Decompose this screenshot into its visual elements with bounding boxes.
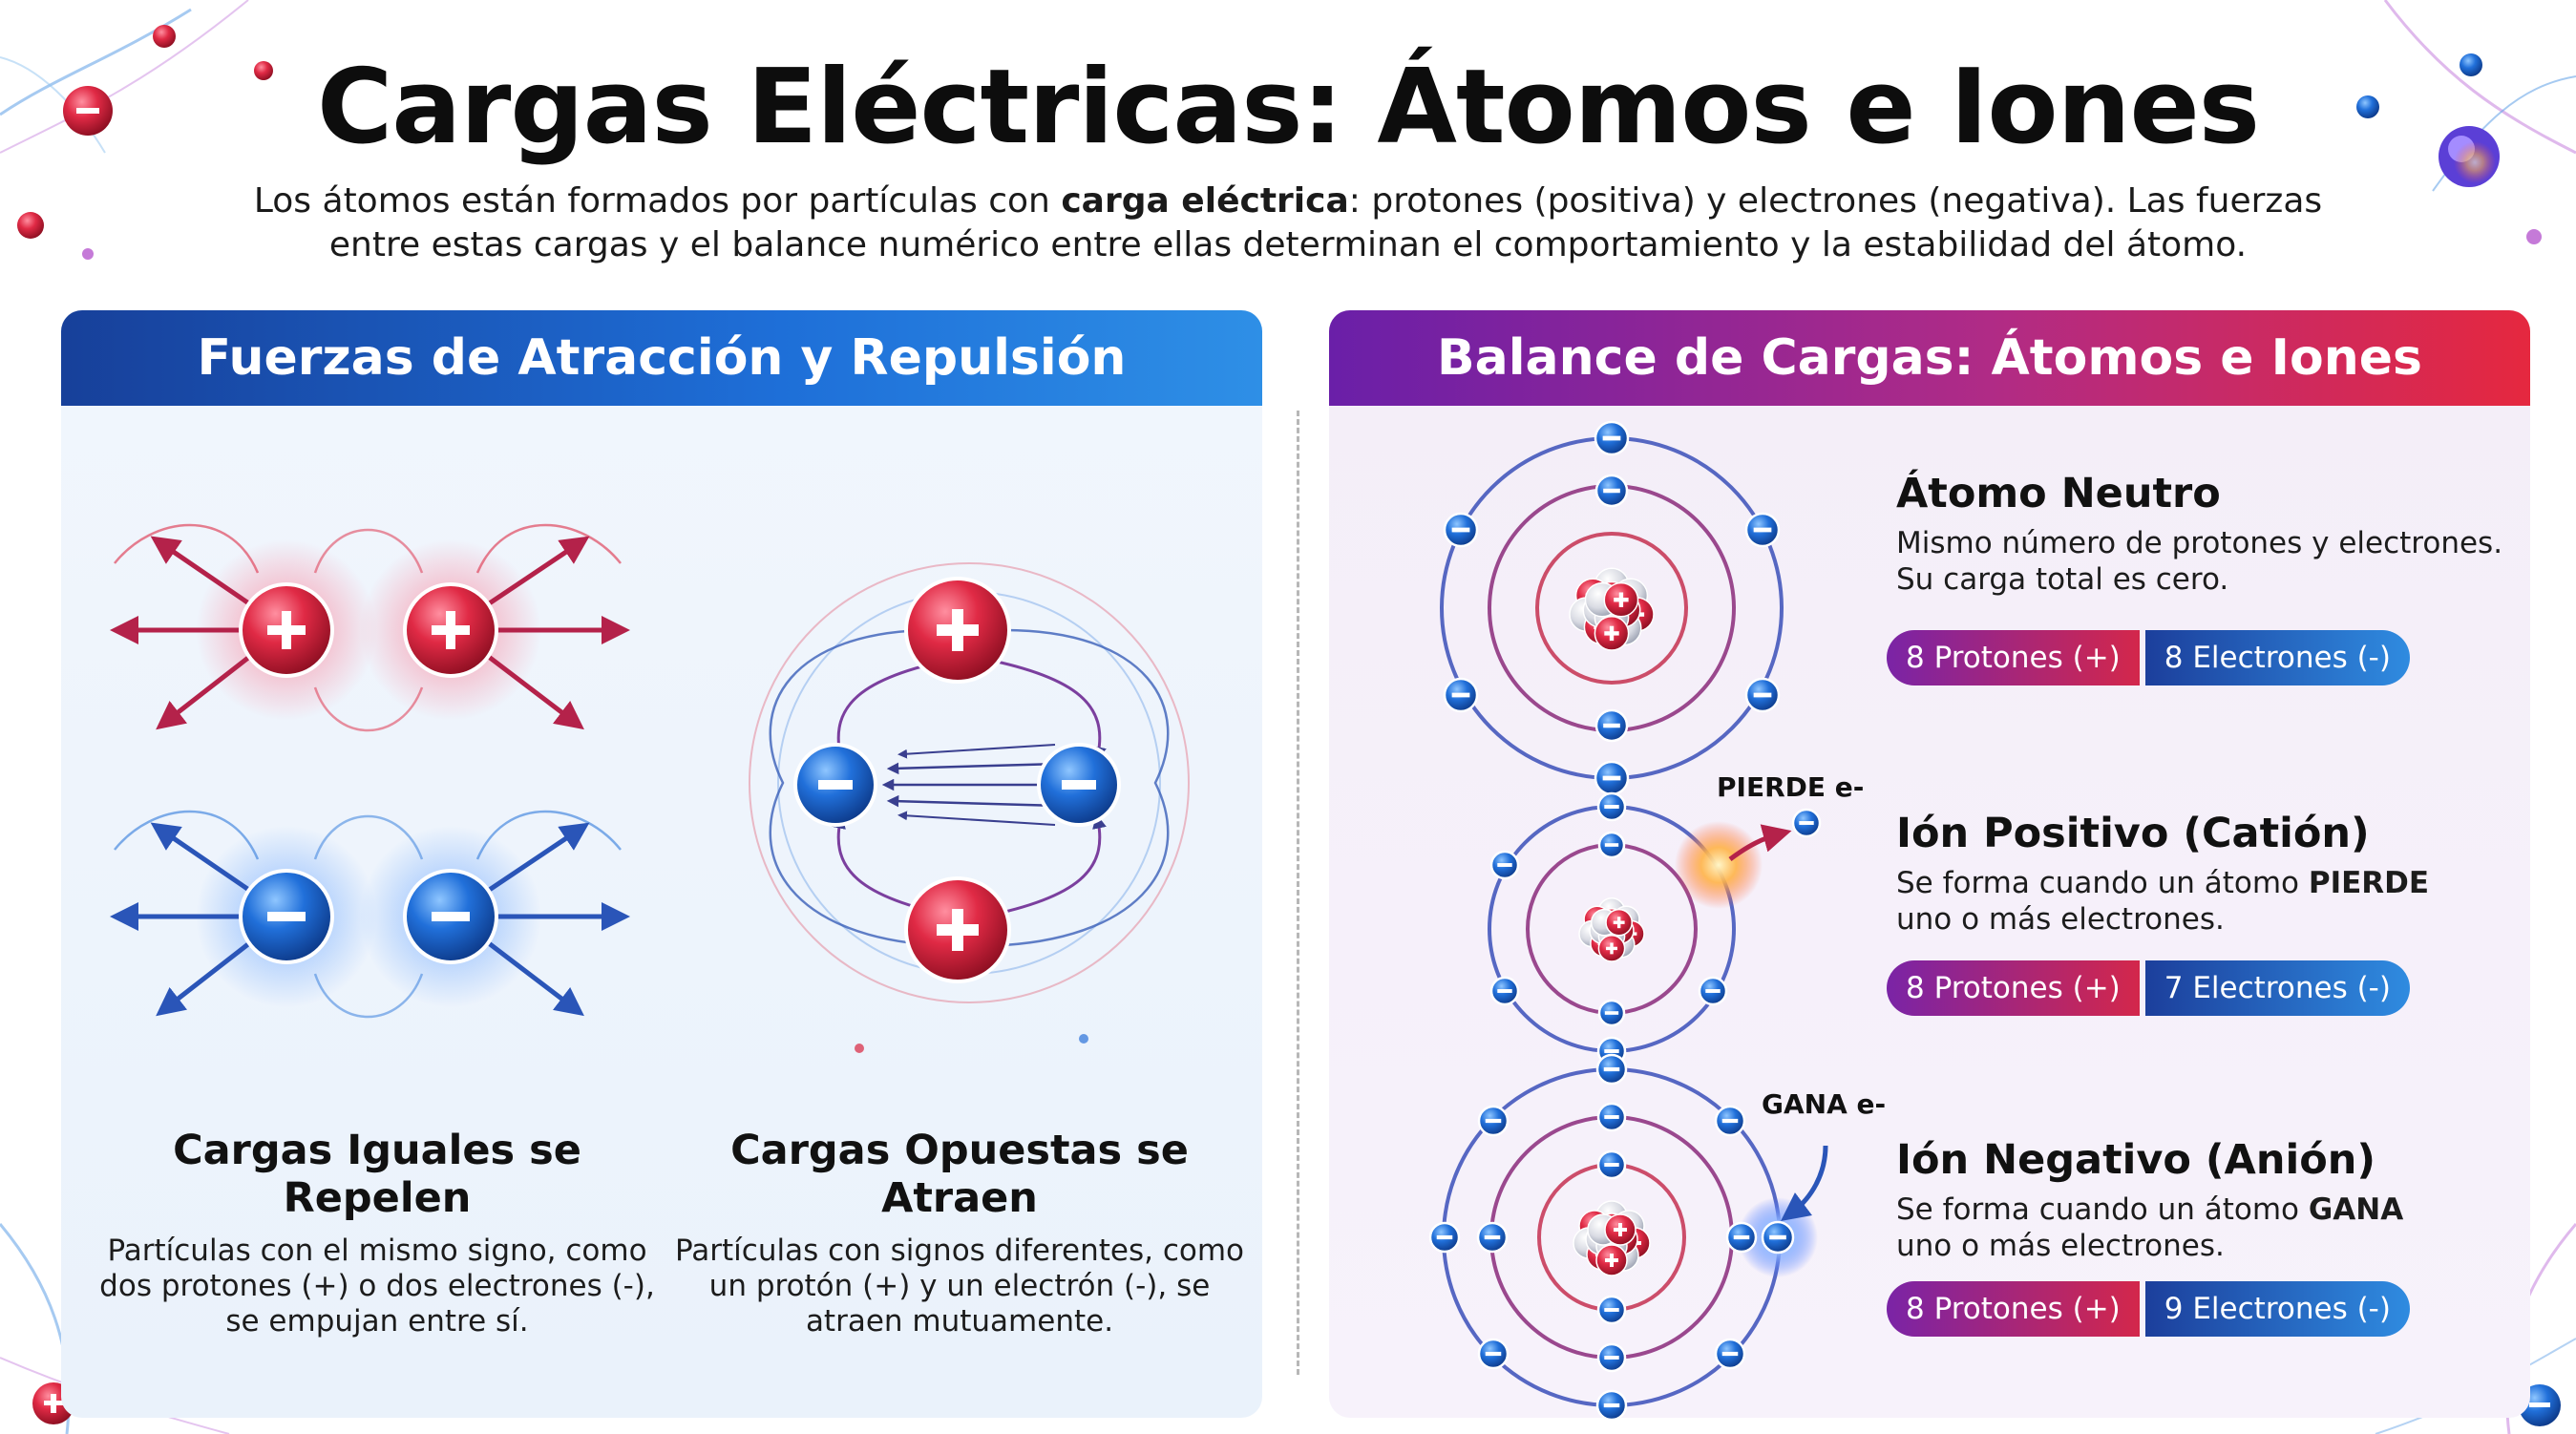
cation-title: Ión Positivo (Catión) <box>1896 810 2370 857</box>
neutral-electrons-badge: 8 Electrones (-) <box>2144 630 2410 685</box>
panel-forces: Fuerzas de Atracción y Repulsión <box>61 310 1262 1418</box>
neutral-atom-description: Mismo número de protones y electrones. S… <box>1896 525 2507 598</box>
anion-counts: 8 Protones (+) 9 Electrones (-) <box>1887 1281 2410 1337</box>
attract-electron-left <box>793 743 877 827</box>
panel-charge-balance-header: Balance de Cargas: Átomos e Iones <box>1329 310 2530 406</box>
atoms-diagram <box>1428 420 1828 1422</box>
anion-text-line-1: Se forma cuando un átomo GANA <box>1896 1191 2507 1228</box>
cation-text-line-1: Se forma cuando un átomo PIERDE <box>1896 865 2507 901</box>
attract-electron-right <box>1037 743 1121 827</box>
opposite-charges-title-line-1: Cargas Opuestas se <box>730 1127 1189 1174</box>
opposite-charges-title: Cargas Opuestas se Atraen <box>668 1127 1251 1222</box>
neutral-atom-title: Átomo Neutro <box>1896 470 2221 517</box>
neutral-atom-counts: 8 Protones (+) 8 Electrones (-) <box>1887 630 2410 685</box>
cation-electrons-badge: 7 Electrones (-) <box>2144 960 2410 1016</box>
intro-line-2: entre estas cargas y el balance numérico… <box>328 225 2248 264</box>
cation-model <box>1488 791 1822 1066</box>
anion-text-line-2: uno o más electrones. <box>1896 1229 2225 1263</box>
neutral-atom-text-line-2: Su carga total es cero. <box>1896 562 2229 597</box>
cation-text-start: Se forma cuando un átomo <box>1896 866 2309 900</box>
cation-text-highlight: PIERDE <box>2308 866 2430 900</box>
page-title: Cargas Eléctricas: Átomos e Iones <box>316 48 2260 167</box>
like-charges-text-line-2: dos protones (+) o dos electrones (-), <box>99 1269 655 1303</box>
neutral-protons-badge: 8 Protones (+) <box>1887 630 2140 685</box>
opposite-charges-attract-diagram <box>749 562 1190 1053</box>
repel-electron-right <box>403 869 498 964</box>
like-charges-description: Partículas con el mismo signo, como dos … <box>95 1234 659 1339</box>
anion-text-highlight: GANA <box>2308 1192 2404 1227</box>
repel-electrons-field <box>110 810 630 1019</box>
like-charges-text-line-3: se empujan entre sí. <box>225 1304 529 1339</box>
like-charges-repel-diagram <box>110 523 630 1019</box>
intro-line-1: Los átomos están formados por partículas… <box>229 179 2347 223</box>
cation-description: Se forma cuando un átomo PIERDE uno o má… <box>1896 865 2507 938</box>
panel-charge-balance: Balance de Cargas: Átomos e Iones <box>1329 310 2530 1418</box>
intro-text: Los átomos están formados por partículas… <box>229 179 2347 267</box>
anion-electrons-badge: 9 Electrones (-) <box>2144 1281 2410 1337</box>
neutral-atom-model <box>1440 420 1784 796</box>
like-charges-text-line-1: Partículas con el mismo signo, como <box>107 1234 647 1268</box>
cation-lose-tag: PIERDE e- <box>1717 771 1865 803</box>
anion-protons-badge: 8 Protones (+) <box>1887 1281 2140 1337</box>
opposite-charges-title-line-2: Atraen <box>881 1174 1038 1222</box>
like-charges-title: Cargas Iguales se Repelen <box>95 1127 659 1222</box>
panel-forces-header: Fuerzas de Atracción y Repulsión <box>61 310 1262 406</box>
corner-decoration-top-right <box>2356 0 2576 244</box>
like-charges-title-line-1: Cargas Iguales se <box>173 1127 581 1174</box>
anion-text-start: Se forma cuando un átomo <box>1896 1192 2309 1227</box>
intro-line-1-end: : protones (positiva) y electrones (nega… <box>1348 181 2323 221</box>
anion-description: Se forma cuando un átomo GANA uno o más … <box>1896 1191 2507 1264</box>
cation-protons-badge: 8 Protones (+) <box>1887 960 2140 1016</box>
repel-proton-left <box>239 582 334 678</box>
corner-decoration-top-left <box>0 0 273 260</box>
repel-proton-right <box>403 582 498 678</box>
anion-model <box>1428 1053 1828 1422</box>
like-charges-title-line-2: Repelen <box>283 1174 472 1222</box>
repel-protons-field <box>110 523 630 732</box>
repel-electron-left <box>239 869 334 964</box>
cation-text-line-2: uno o más electrones. <box>1896 902 2225 937</box>
panel-divider <box>1297 411 1299 1375</box>
attract-proton-top <box>904 577 1011 684</box>
opposite-charges-text-line-3: atraen mutuamente. <box>805 1304 1114 1339</box>
opposite-charges-text-line-2: un protón (+) y un electrón (-), se <box>708 1269 1211 1303</box>
anion-title: Ión Negativo (Anión) <box>1896 1136 2375 1184</box>
cation-counts: 8 Protones (+) 7 Electrones (-) <box>1887 960 2410 1016</box>
anion-gain-tag: GANA e- <box>1762 1088 1887 1120</box>
attract-proton-bottom <box>904 876 1011 983</box>
neutral-atom-text-line-1: Mismo número de protones y electrones. <box>1896 526 2503 560</box>
opposite-charges-description: Partículas con signos diferentes, como u… <box>668 1234 1251 1339</box>
intro-line-1-start: Los átomos están formados por partículas… <box>253 181 1062 221</box>
intro-highlight: carga eléctrica <box>1061 181 1349 221</box>
opposite-charges-text-line-1: Partículas con signos diferentes, como <box>674 1234 1244 1268</box>
